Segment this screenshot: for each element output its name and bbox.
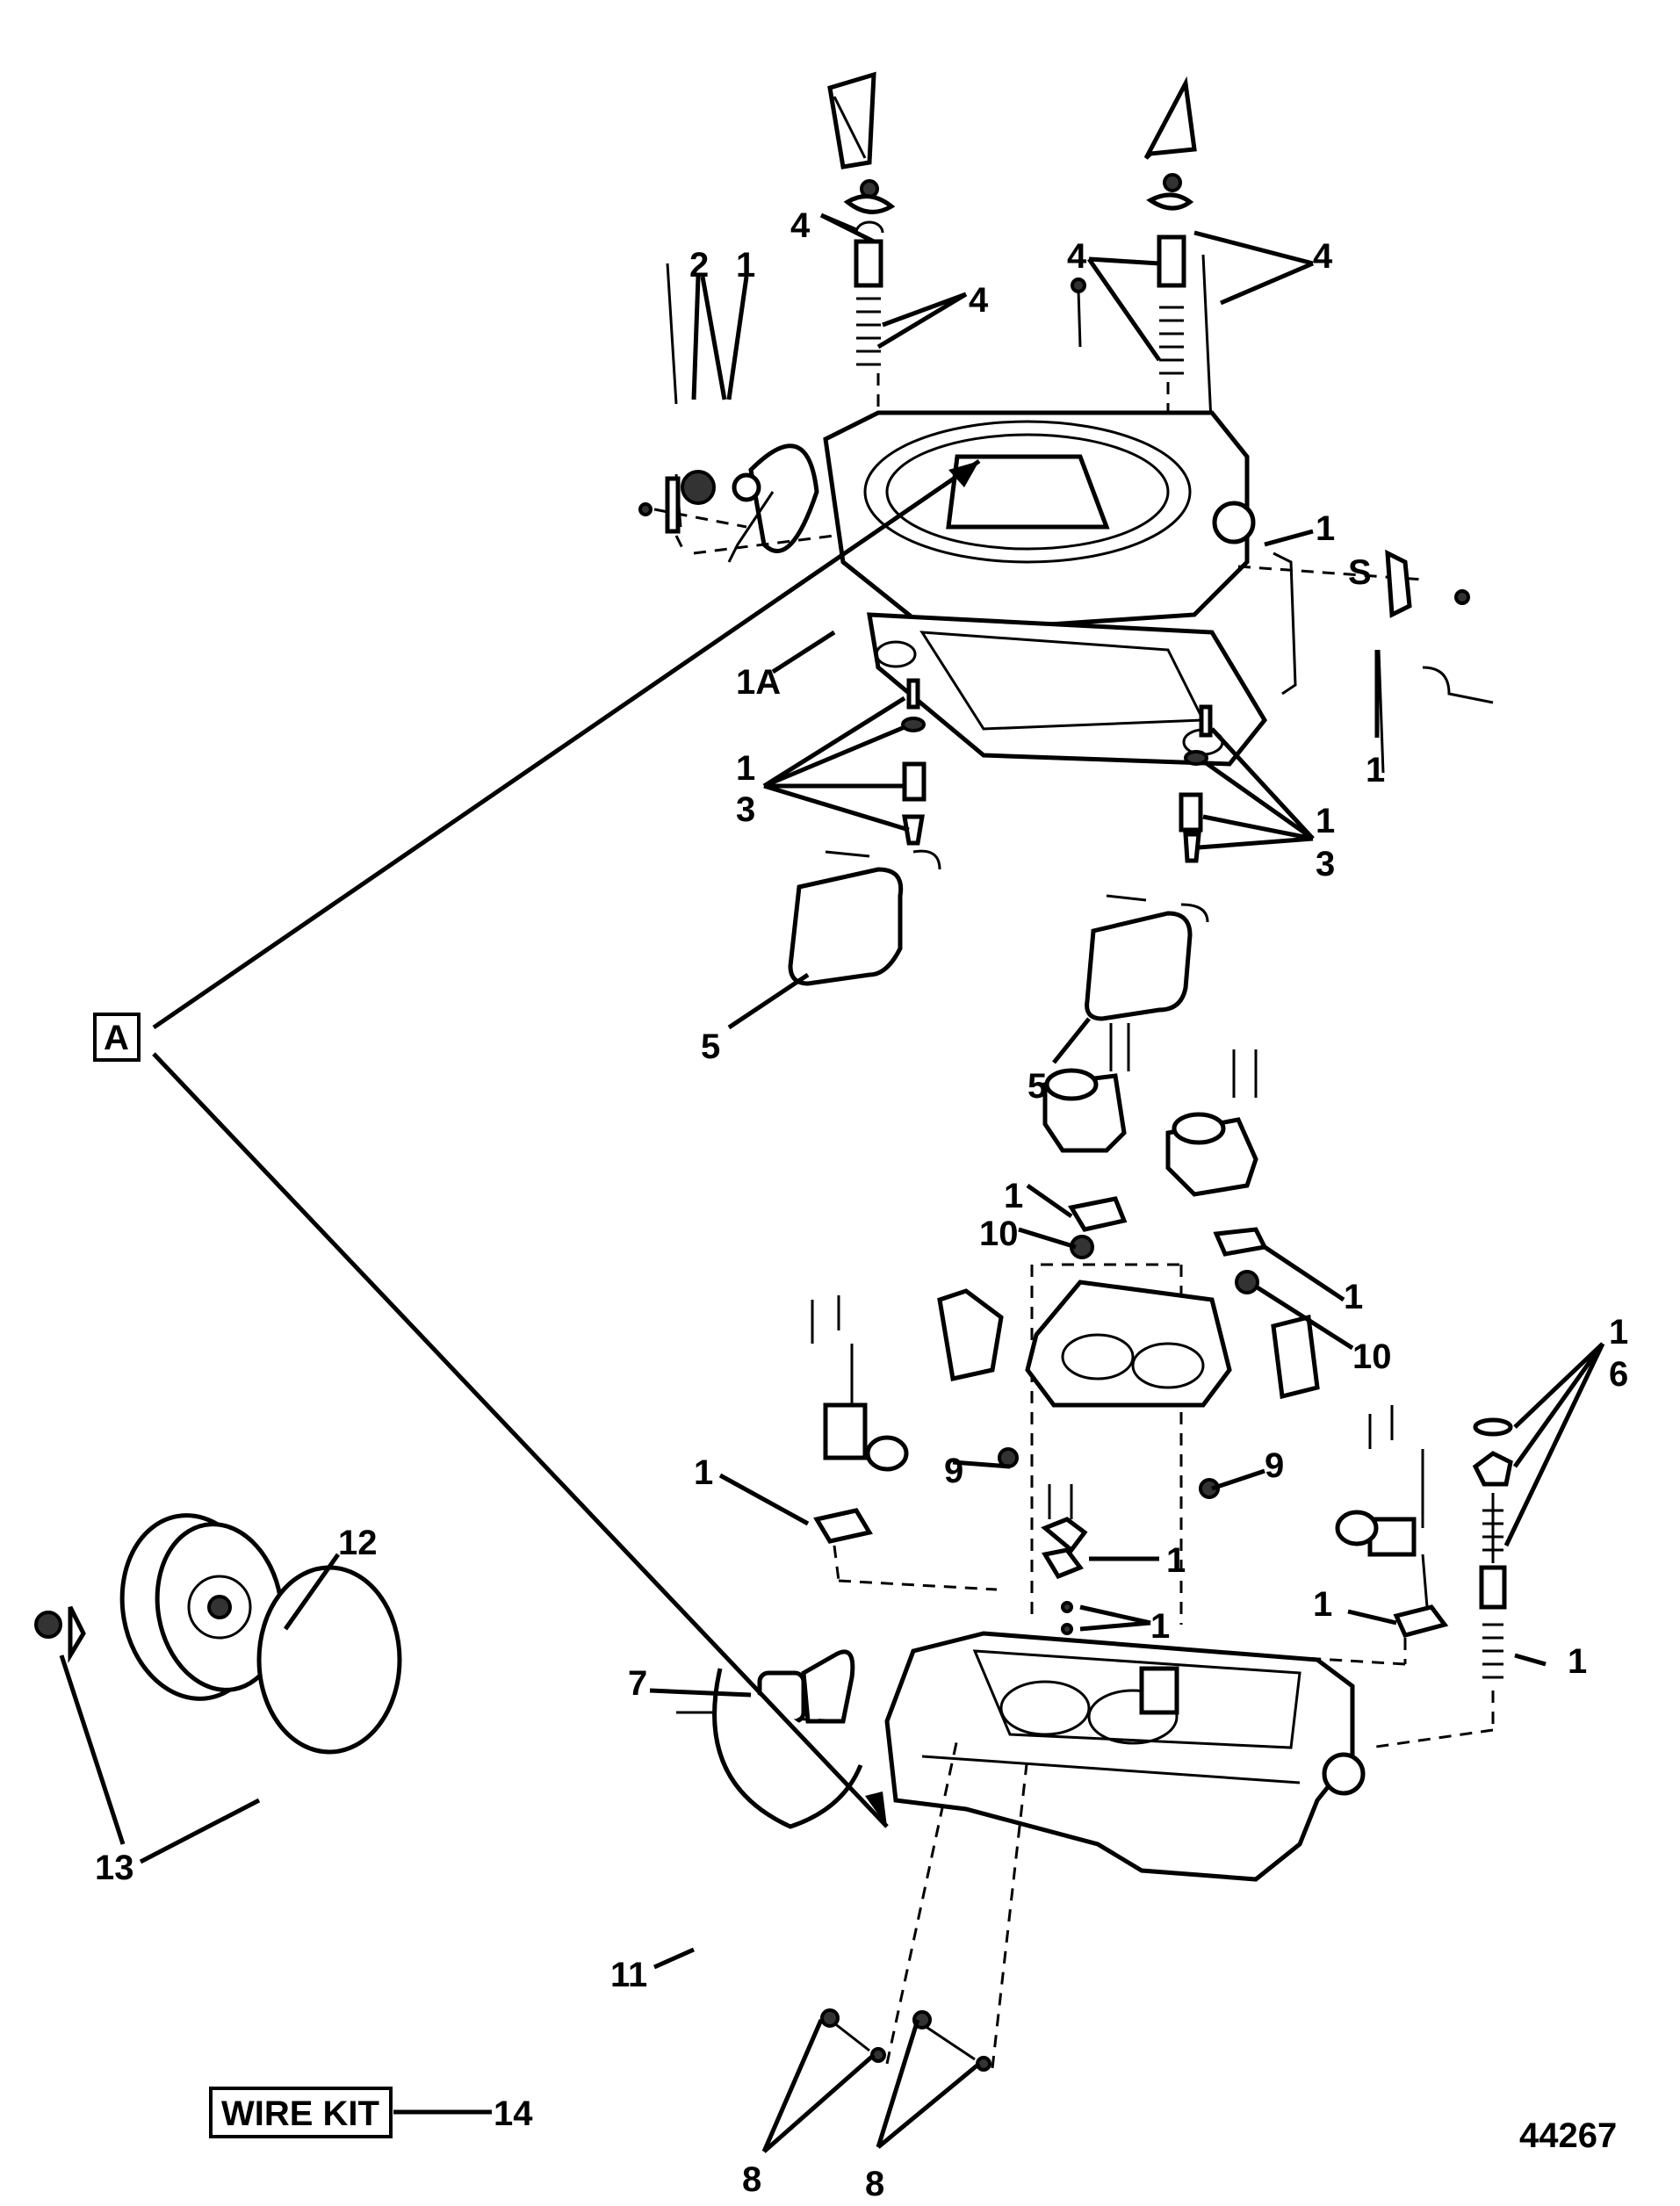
callout-1: 1: [694, 1453, 713, 1492]
metering-rod-assembly-left: [811, 1295, 998, 1591]
callout-1: 1: [1150, 1607, 1170, 1646]
callout-13: 13: [95, 1849, 134, 1887]
callout-1: 1: [1316, 802, 1335, 840]
float-assembly-right: [1085, 704, 1213, 1021]
callout-1: 1: [1004, 1177, 1023, 1215]
callout-8: 8: [865, 2165, 884, 2203]
throttle-body: [884, 1631, 1366, 1882]
svg-text:S: S: [1348, 553, 1372, 592]
callout-1: 1: [736, 246, 755, 285]
callout-1: 1: [1366, 751, 1385, 789]
wire-kit-label: WIRE KIT: [221, 2094, 379, 2133]
float-assembly-left: [788, 678, 941, 986]
wire-kit-box: [209, 2087, 393, 2138]
air-horn-assembly: [638, 373, 1424, 635]
callout-10: 10: [1352, 1337, 1392, 1376]
detail-box-label: A: [104, 1019, 129, 1057]
callout-9: 9: [1265, 1446, 1284, 1485]
callout-1: 1: [1313, 1585, 1332, 1624]
callout-4: 4: [969, 281, 989, 320]
figure-number: 44267: [1519, 2116, 1617, 2155]
callout-6: 6: [1609, 1355, 1628, 1394]
idle-mixture-screw-right: [1369, 1417, 1513, 1749]
choke-valve-assembly: [937, 1280, 1320, 1408]
callout-1: 1: [736, 749, 755, 788]
callout-8: 8: [742, 2160, 761, 2199]
callout-9: 9: [944, 1452, 963, 1490]
callout-3: 3: [1316, 845, 1335, 883]
callout-5: 5: [701, 1027, 720, 1066]
callout-5: 5: [1027, 1067, 1047, 1106]
small-parts-center: [998, 1447, 1220, 1635]
callout-1: 1: [1316, 509, 1335, 548]
detail-box: [93, 1013, 141, 1062]
choke-screw: [34, 1605, 86, 1664]
callout-14: 14: [494, 2094, 533, 2133]
air-horn-gasket: [867, 612, 1268, 767]
callout-4: 4: [790, 206, 811, 245]
callout-1: 1: [1609, 1313, 1628, 1352]
leader-lines: [59, 213, 1605, 2153]
air-horn-baffle-right: [1143, 76, 1197, 160]
step-up-covers: [1030, 1023, 1268, 1625]
metering-rod-assembly-right: [1185, 1405, 1449, 1666]
callout-12: 12: [338, 1524, 378, 1562]
idle-mixture-screws: [820, 1738, 1029, 2072]
callout-3: 3: [736, 790, 755, 829]
callout-1A: 1A: [736, 663, 781, 702]
callout-2: 2: [689, 246, 709, 285]
callout-4: 4: [1067, 237, 1087, 276]
callout-1: 1: [1568, 1642, 1587, 1681]
callout-7: 7: [628, 1664, 647, 1703]
vacuum-hose: [712, 1668, 863, 1829]
pump-assembly-right: [1071, 173, 1214, 440]
callout-10: 10: [979, 1215, 1019, 1253]
choke-linkage: S: [1273, 549, 1494, 774]
air-horn-baffle-left: [827, 71, 876, 169]
callout-4: 4: [1313, 237, 1333, 276]
pump-assembly-left: [666, 179, 896, 405]
callout-11: 11: [610, 1956, 647, 1994]
choke-gasket: [256, 1565, 402, 1755]
callout-1: 1: [1166, 1541, 1186, 1580]
callout-1: 1: [1344, 1278, 1363, 1316]
